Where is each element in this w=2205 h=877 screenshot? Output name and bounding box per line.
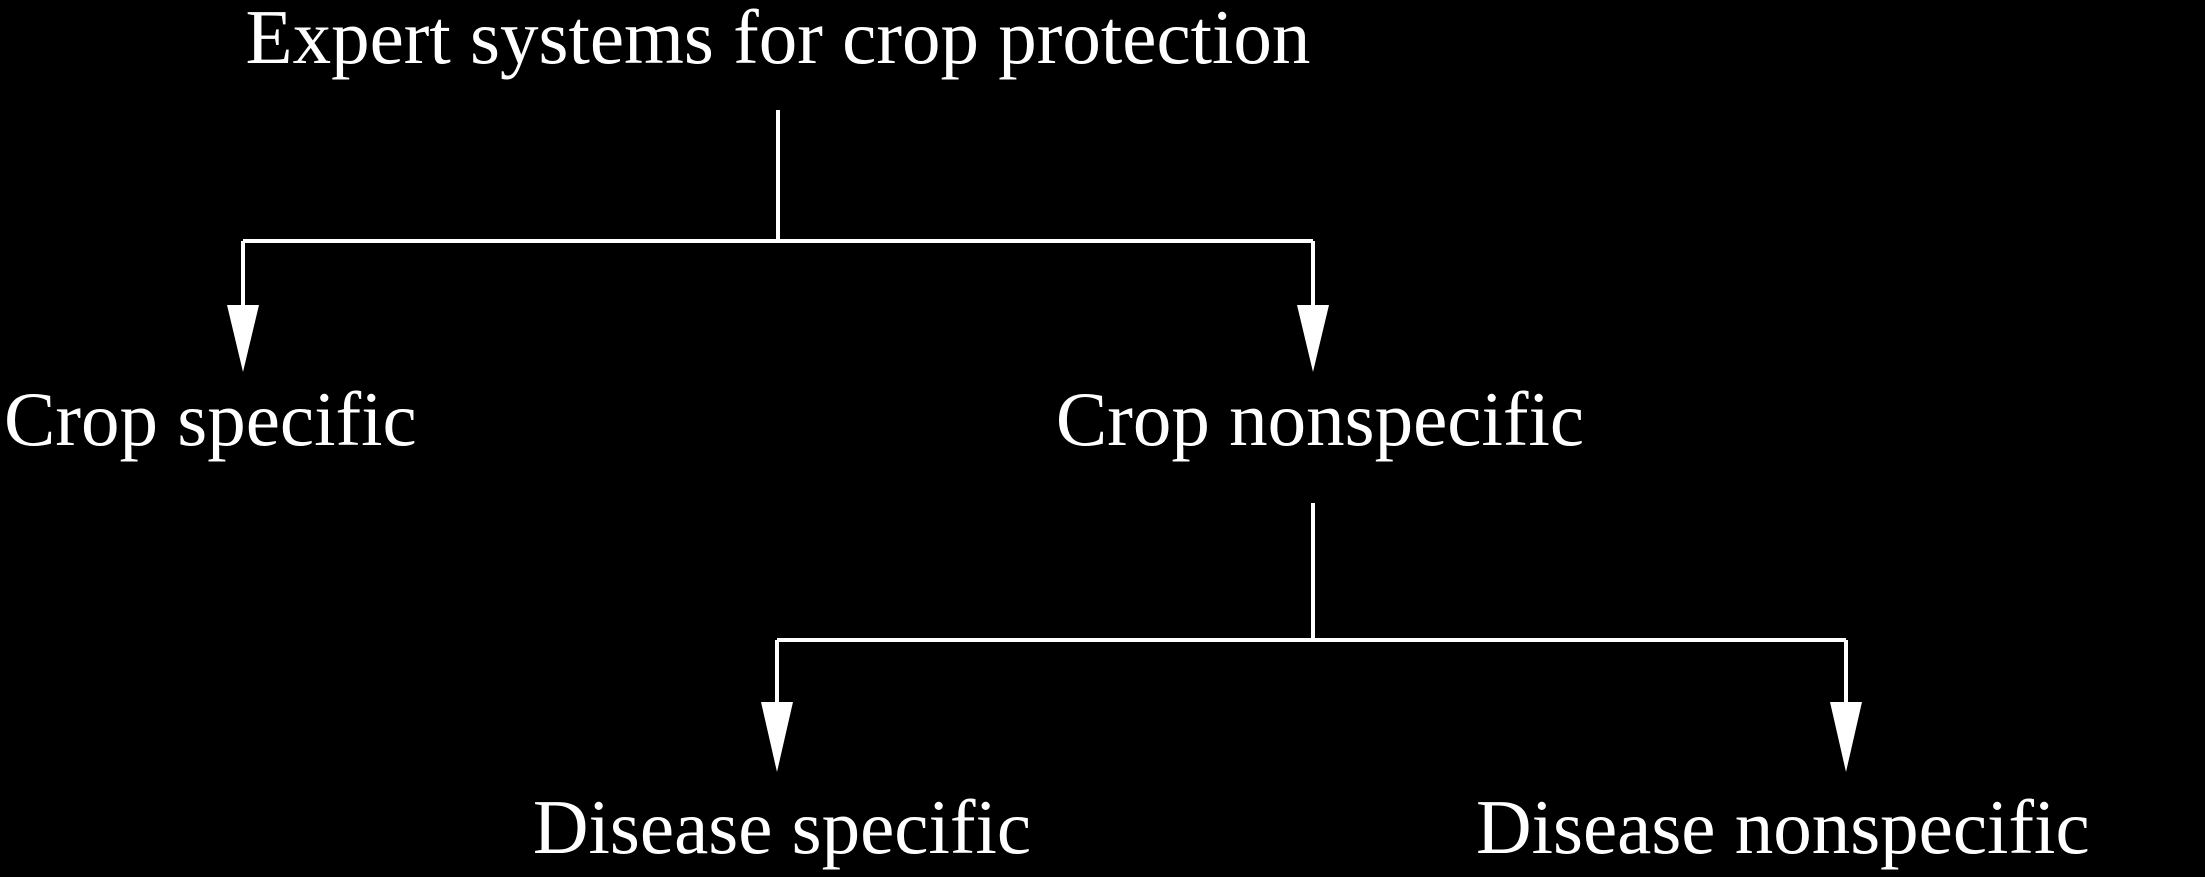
disease-nonspecific-label: Disease nonspecific — [1476, 784, 2090, 870]
crop-nonspecific-connector — [775, 503, 1848, 715]
crop-specific-arrowhead — [227, 305, 259, 372]
disease-specific-arrowhead — [761, 702, 793, 772]
crop-nonspecific-arrowhead — [1297, 305, 1329, 372]
disease-specific-label: Disease specific — [533, 784, 1031, 870]
root-node-label: Expert systems for crop protection — [246, 0, 1311, 80]
crop-nonspecific-label: Crop nonspecific — [1056, 376, 1584, 462]
crop-specific-label: Crop specific — [4, 376, 417, 462]
root-connector — [241, 110, 1315, 318]
disease-nonspecific-arrowhead — [1830, 702, 1862, 772]
